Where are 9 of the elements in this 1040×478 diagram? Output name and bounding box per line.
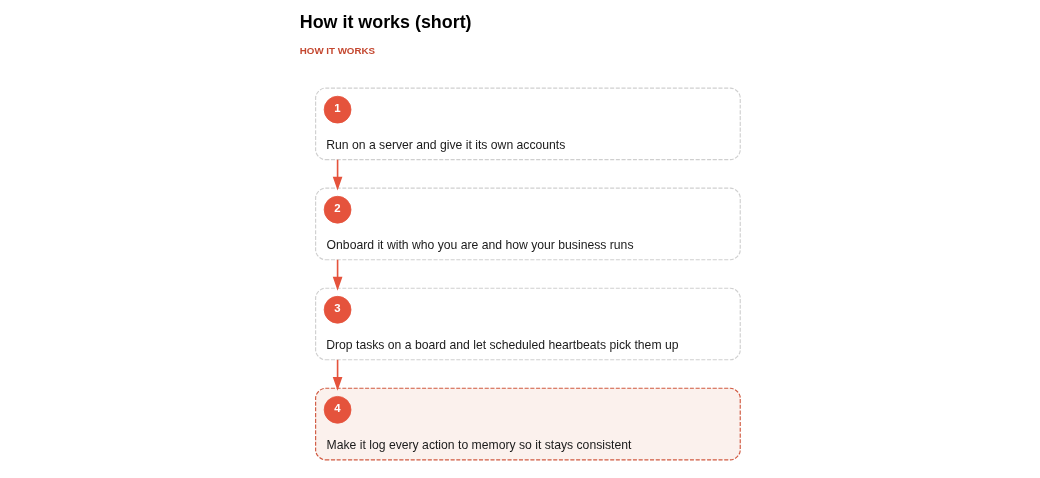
node-circle: 4 [323,396,352,424]
node-circle: 2 [323,195,352,224]
arrow [332,258,343,291]
diagram-title: How it works (short) [299,12,472,33]
label: HOW IT WORKS [299,45,376,57]
node-circle: 1 [323,95,352,124]
arrow [332,359,343,391]
arrow [332,158,343,191]
node-circle: 3 [323,295,352,324]
